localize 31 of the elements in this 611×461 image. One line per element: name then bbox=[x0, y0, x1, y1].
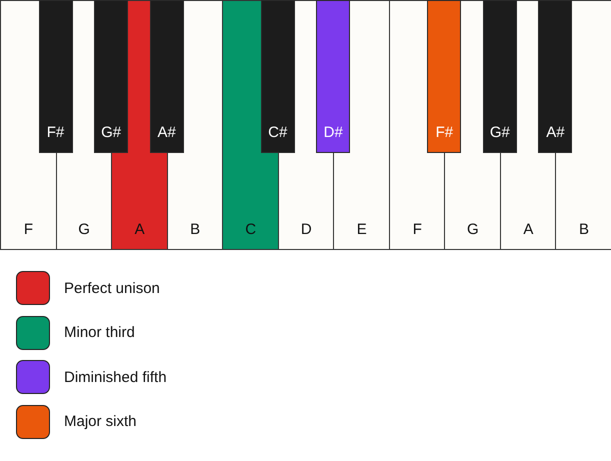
legend-label: Diminished fifth bbox=[64, 368, 167, 386]
key-label: A bbox=[523, 221, 534, 238]
key-label: D# bbox=[324, 124, 343, 141]
key-label: G bbox=[467, 221, 479, 238]
key-label: F bbox=[412, 221, 422, 238]
key-label: E bbox=[356, 221, 367, 238]
sharp-key bbox=[94, 0, 128, 153]
key-label: B bbox=[578, 221, 589, 238]
key-label: A# bbox=[546, 124, 565, 141]
legend-label: Minor third bbox=[64, 324, 135, 341]
sharp-key bbox=[260, 0, 295, 153]
key-label: A# bbox=[157, 124, 176, 141]
key-label: G bbox=[78, 221, 90, 238]
key-label: B bbox=[190, 221, 200, 238]
legend-label: Major sixth bbox=[64, 413, 137, 430]
key-label: A bbox=[134, 221, 145, 238]
key-label: F bbox=[24, 221, 34, 238]
sharp-key bbox=[538, 0, 572, 153]
key-label: F# bbox=[46, 124, 64, 141]
key-label: G# bbox=[101, 124, 122, 141]
key-label: C# bbox=[268, 124, 288, 141]
sharp-key bbox=[482, 0, 517, 153]
legend-label: Perfect unison bbox=[64, 280, 160, 296]
key-label: D bbox=[300, 221, 312, 238]
sharp-key bbox=[316, 0, 350, 153]
key-label: G# bbox=[490, 124, 510, 141]
key-label: F# bbox=[436, 124, 454, 141]
key-label: C bbox=[245, 221, 256, 238]
sharp-key bbox=[38, 0, 73, 153]
sharp-key bbox=[427, 0, 462, 153]
sharp-key bbox=[150, 0, 184, 153]
